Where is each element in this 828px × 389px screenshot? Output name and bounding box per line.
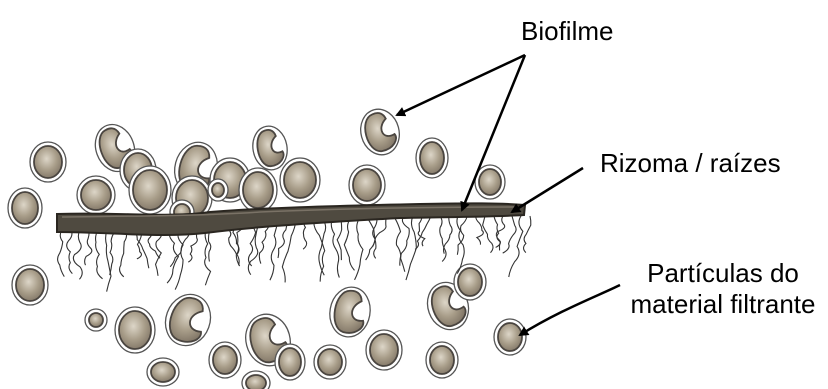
particle-body (151, 362, 175, 382)
rhizome-icon (57, 203, 525, 235)
root-strand (406, 216, 416, 280)
root-strand (58, 230, 65, 277)
root-strand (483, 216, 493, 253)
gravel-particle-icon (8, 188, 42, 228)
root-strand (73, 230, 82, 279)
particle-body (133, 170, 167, 210)
root-strand (205, 230, 211, 285)
gravel-particle-icon (85, 309, 107, 331)
label-particulas-line2: material filtrante (618, 289, 828, 320)
label-biofilme: Biofilme (521, 16, 613, 47)
root-strand (282, 220, 296, 282)
gravel-particle-icon (275, 344, 305, 380)
particle-body (89, 313, 103, 327)
gravel-particle-icon (77, 176, 115, 214)
root-strand (373, 218, 386, 246)
particle-body (246, 375, 266, 389)
gravel-particle-icon (147, 358, 179, 386)
root-strand (496, 216, 505, 247)
particle-body (458, 268, 482, 296)
particle-body (243, 172, 273, 208)
particle-body (479, 169, 501, 195)
root-strand (106, 230, 111, 292)
gravel-particle-icon (12, 265, 48, 305)
gravel-particle-icon (454, 264, 486, 300)
gravel-particle-icon (426, 342, 458, 378)
particle-body (370, 334, 398, 366)
gravel-particle-icon (314, 345, 346, 379)
root-strand (415, 216, 431, 249)
root-strand (524, 216, 531, 253)
root-strand (96, 230, 103, 279)
gravel-particle-icon (209, 342, 241, 378)
particle-body (12, 192, 38, 224)
label-rizoma: Rizoma / raízes (600, 148, 781, 179)
root-strand (331, 220, 339, 278)
root-strand (509, 216, 523, 277)
root-strand (440, 216, 446, 261)
gravel-particle-icon (416, 138, 448, 178)
crescent-particle-icon (326, 284, 374, 340)
root-strand (344, 219, 354, 270)
root-strand (503, 216, 516, 253)
gravel-particle-icon (115, 307, 155, 353)
particle-body (284, 162, 316, 198)
arrow-rizoma (512, 168, 583, 212)
particle-body (318, 349, 342, 375)
arrow-particulas (520, 285, 620, 335)
root-strand (67, 230, 73, 274)
particle-body (213, 346, 237, 374)
particle-body (420, 142, 444, 174)
root-strand (85, 230, 92, 265)
root-strand (319, 220, 326, 276)
particle-body (119, 311, 151, 349)
particle-body (430, 346, 454, 374)
gravel-particle-icon (30, 142, 66, 182)
particle-body (16, 269, 44, 301)
gravel-particle-icon (239, 168, 277, 212)
particle-body (34, 146, 62, 178)
particle-body (279, 348, 301, 376)
gravel-particle-icon (129, 166, 171, 214)
particle-body (353, 169, 381, 201)
gravel-particle-icon (349, 165, 385, 205)
label-particulas-line1: Partículas do (618, 258, 828, 289)
root-strand (110, 230, 116, 275)
gravel-particle-icon (366, 330, 402, 370)
gravel-particle-icon (280, 158, 320, 202)
crescent-particle-icon (158, 288, 217, 352)
arrow-biofilme-particle (397, 55, 525, 115)
gravel-particle-icon (494, 319, 526, 355)
gravel-particle-icon (208, 179, 228, 201)
root-strand (355, 219, 363, 280)
root-strand (444, 216, 453, 254)
particle-body (212, 183, 224, 197)
crescent-particle-icon (356, 105, 405, 159)
filter-particles-group (8, 105, 526, 389)
label-particulas: Partículas do material filtrante (618, 258, 828, 320)
root-strand (400, 216, 409, 266)
particle-body (498, 323, 522, 351)
gravel-particle-icon (242, 371, 270, 389)
root-strand (270, 221, 278, 281)
root-strand (120, 230, 127, 277)
root-strand (476, 216, 483, 245)
particle-body (81, 180, 111, 210)
